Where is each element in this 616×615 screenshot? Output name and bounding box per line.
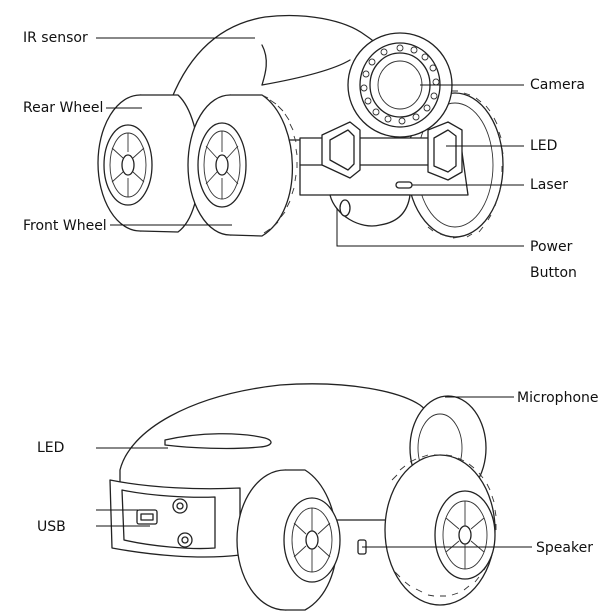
label-front-wheel: Front Wheel	[23, 218, 107, 234]
rear-led-dot-bottom	[177, 532, 193, 548]
led-left	[321, 121, 361, 179]
usb-port	[136, 509, 158, 525]
label-led-bottom: LED	[37, 440, 64, 456]
label-power: Power	[530, 239, 573, 255]
label-speaker: Speaker	[536, 540, 593, 556]
label-microphone: Microphone	[517, 390, 599, 406]
label-camera: Camera	[530, 77, 585, 93]
rear-led-dot-top	[172, 498, 188, 514]
power-button	[339, 199, 351, 217]
bottom-leader-lines	[96, 396, 532, 548]
label-button: Button	[530, 265, 577, 281]
rear-right-tread-wheel	[384, 454, 497, 606]
label-ir-sensor: IR sensor	[23, 30, 88, 46]
label-led-top: LED	[530, 138, 557, 154]
top-leader-lines	[96, 37, 524, 247]
label-laser: Laser	[530, 177, 568, 193]
laser-icon	[395, 181, 413, 189]
rear-left-wheel	[236, 469, 341, 611]
robot-rear-view: Microphone LED USB Speaker	[37, 383, 599, 611]
robot-front-view: IR sensor Rear Wheel Front Wheel Camera …	[23, 14, 585, 281]
front-wheel	[187, 94, 298, 237]
camera-lens	[347, 32, 453, 138]
rear-wheel	[97, 94, 200, 233]
label-usb: USB	[37, 519, 66, 535]
label-rear-wheel: Rear Wheel	[23, 100, 103, 116]
